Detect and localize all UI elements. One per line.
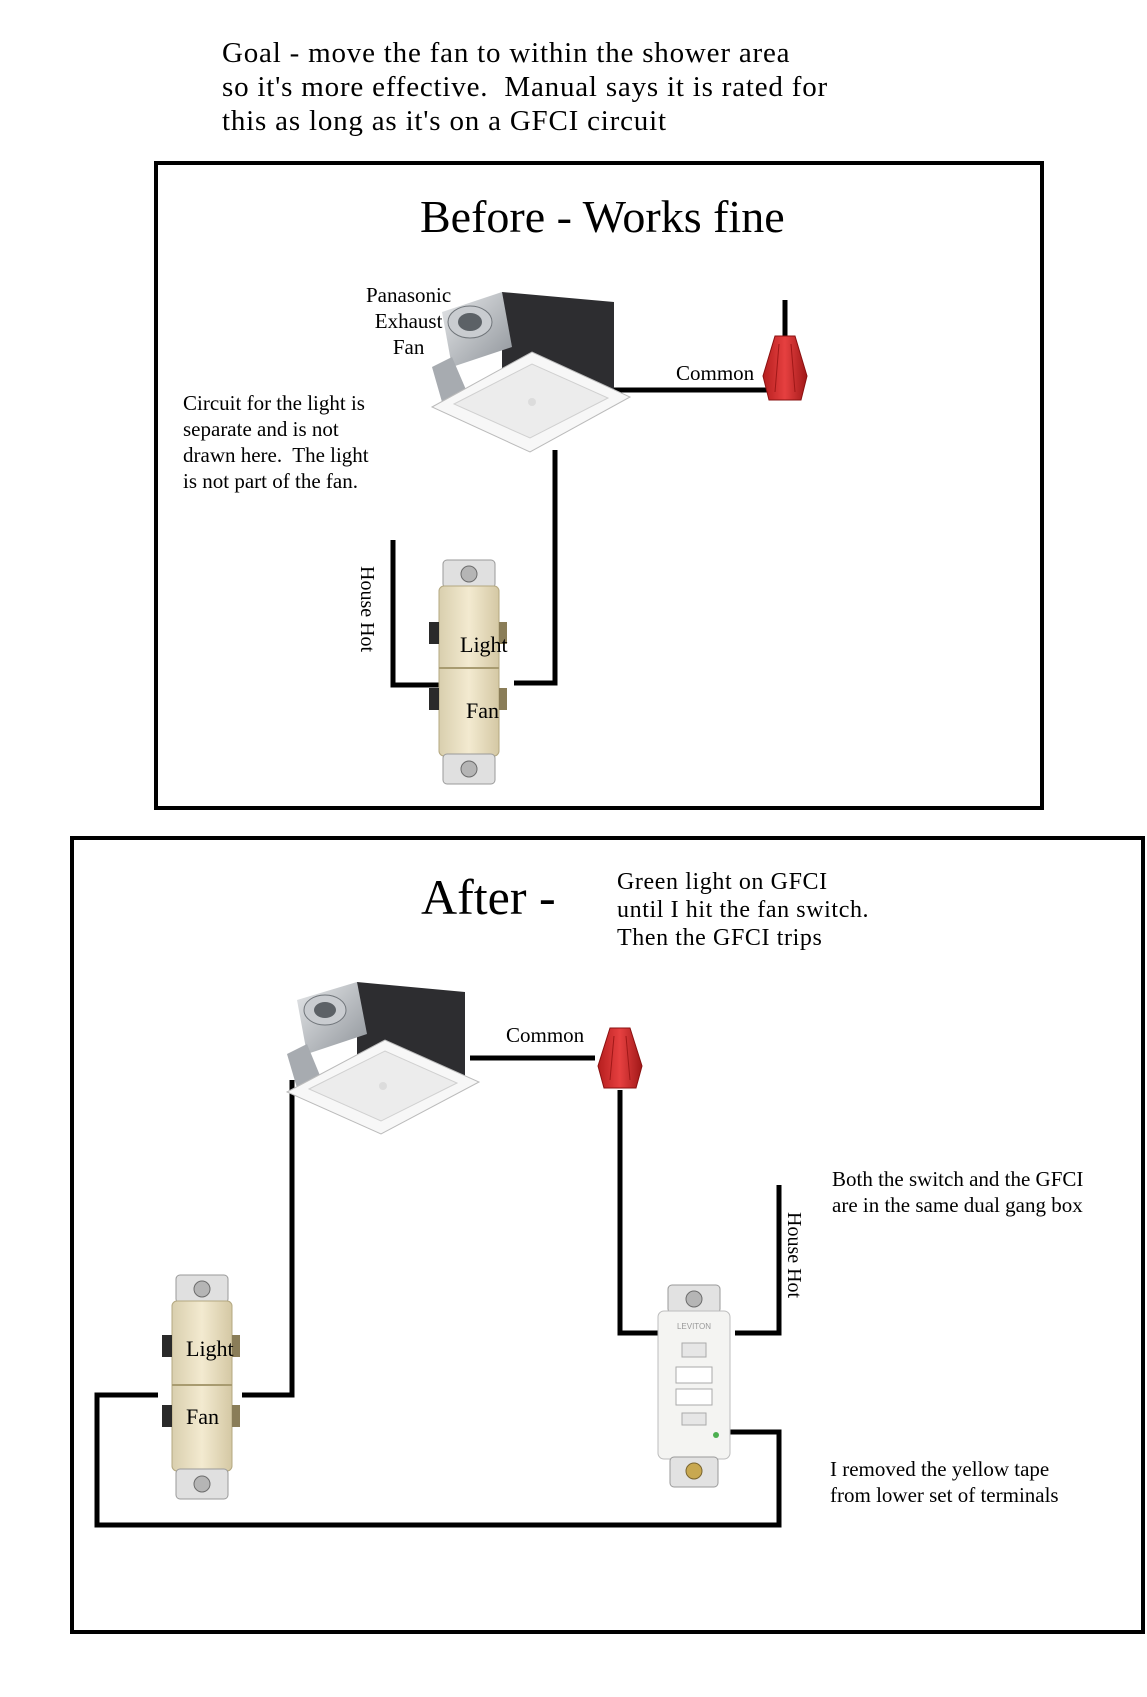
wire-common-to-gfci (617, 1090, 662, 1336)
after-switch-fan-label: Fan (186, 1404, 219, 1429)
after-wire-nut-icon (597, 1027, 643, 1089)
before-light-circuit-note: Circuit for the light is separate and is… (183, 391, 369, 493)
goal-text: Goal - move the fan to within the shower… (222, 37, 828, 137)
after-gfci-icon: LEVITON (657, 1284, 731, 1488)
after-title: After - (421, 869, 556, 925)
after-gfci-note: Green light on GFCI until I hit the fan … (617, 869, 870, 951)
wire-house-hot (390, 540, 440, 688)
after-panel (70, 836, 1145, 1634)
gfci-indicator-light (713, 1432, 719, 1438)
after-switch-icon (162, 1274, 240, 1500)
before-switch-fan-label: Fan (466, 698, 499, 723)
before-switch-light-label: Light (460, 632, 508, 657)
before-common-label: Common (676, 361, 755, 385)
before-panel (154, 161, 1044, 810)
after-common-label: Common (506, 1023, 585, 1047)
wire-loop (94, 1392, 782, 1528)
before-wire-nut-icon (762, 335, 808, 401)
before-switch-icon (429, 559, 507, 785)
after-switch-light-label: Light (186, 1336, 234, 1361)
wire-fan-to-switch (242, 1080, 295, 1398)
before-fan-label: Panasonic Exhaust Fan (366, 283, 452, 359)
after-wires (94, 1055, 782, 1528)
gfci-brand-text: LEVITON (677, 1322, 711, 1331)
before-house-hot-label: House Hot (356, 566, 378, 653)
wire-house-hot (735, 1185, 782, 1336)
after-dual-gang-note: Both the switch and the GFCI are in the … (832, 1167, 1084, 1217)
wire-fan-to-switch (514, 450, 558, 686)
after-fan-icon (285, 982, 481, 1135)
before-title: Before - Works fine (420, 191, 785, 242)
after-yellow-tape-note: I removed the yellow tape from lower set… (830, 1457, 1059, 1507)
after-house-hot-label: House Hot (783, 1212, 805, 1299)
before-fan-icon (430, 292, 632, 453)
